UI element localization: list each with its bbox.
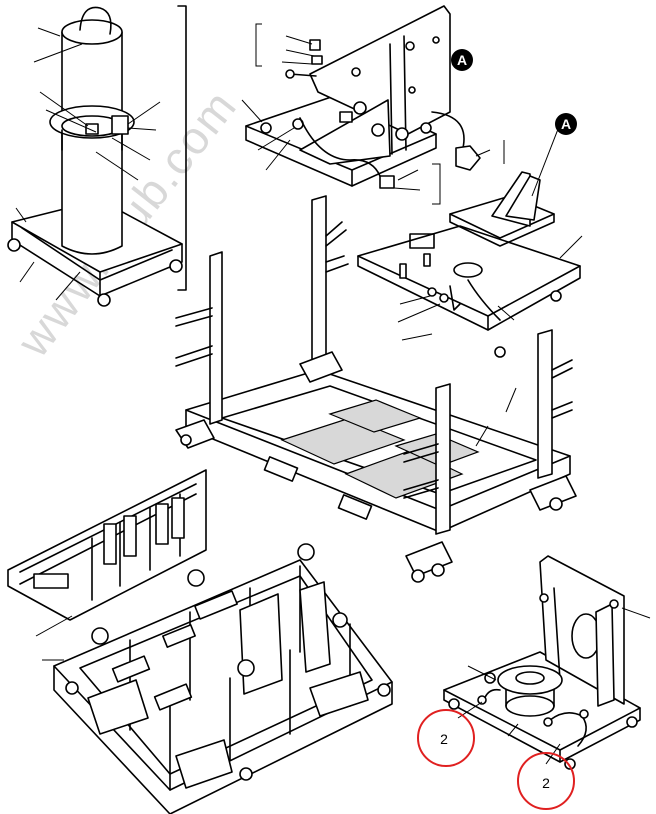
flange-stand [443, 555, 651, 770]
callout-a-right-label: A [561, 116, 571, 132]
item-callout-2-left: 2 [417, 701, 483, 767]
rack-frame [175, 195, 577, 583]
callout-a-top-label: A [457, 52, 467, 68]
cradle-fixture [7, 469, 393, 814]
item-callout-2-right: 2 [517, 743, 575, 810]
callout-a-right: A [555, 113, 577, 135]
mounting-plate-bracket [241, 5, 491, 205]
item-callout-2-right-label: 2 [542, 775, 550, 791]
square-plate-bracket [357, 123, 583, 358]
item-callout-2-left-label: 2 [440, 731, 448, 747]
cylinder-on-dolly [7, 5, 187, 307]
callout-a-top: A [451, 49, 473, 71]
